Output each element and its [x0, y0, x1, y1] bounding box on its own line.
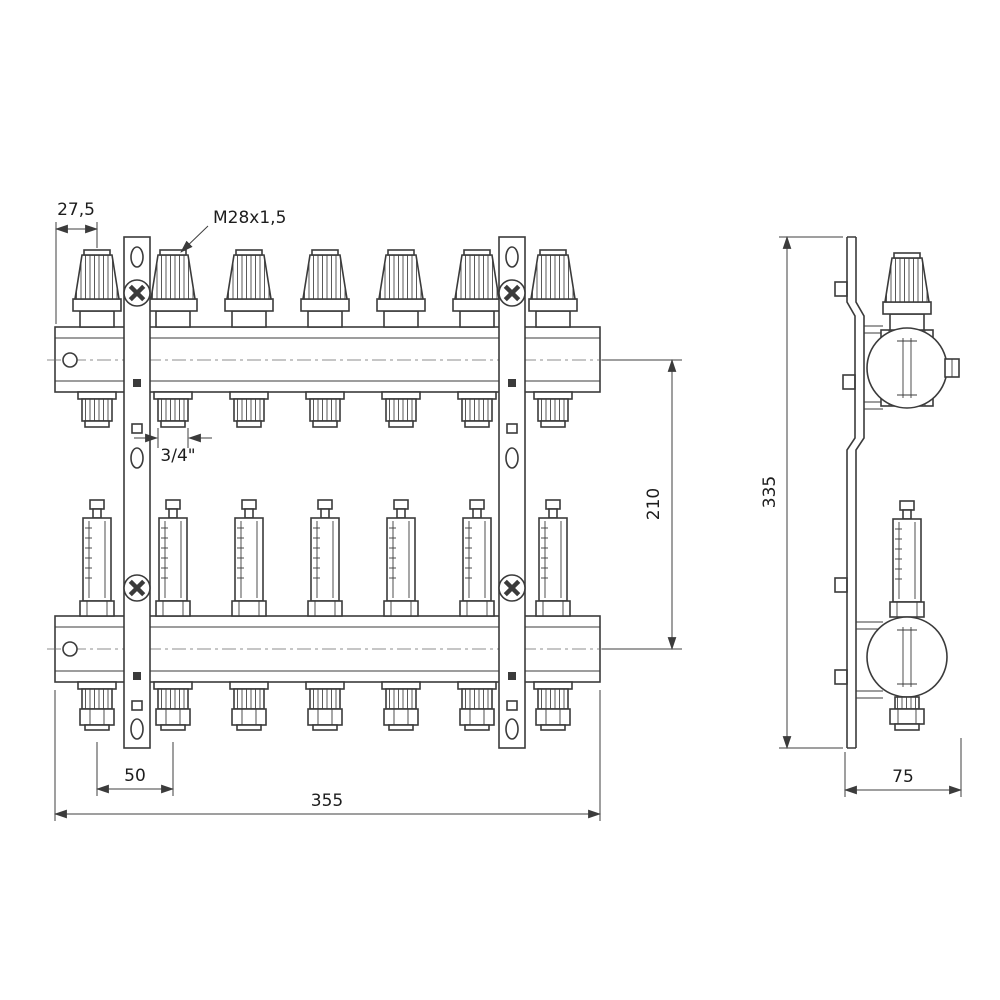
union-connector	[381, 681, 421, 731]
flow-meter	[231, 499, 267, 617]
mounting-bracket-right	[497, 236, 527, 749]
dim-75-label: 75	[892, 767, 914, 787]
mounting-bracket-left	[122, 236, 152, 749]
thread-spec-label: M28x1,5	[213, 208, 286, 228]
bracket-screw	[122, 278, 152, 308]
dim-210-label: 210	[644, 488, 664, 520]
outlet-connector	[305, 391, 345, 428]
union-connector	[305, 681, 345, 731]
union-connector	[533, 681, 573, 731]
bracket-screw	[122, 573, 152, 603]
dimension-27-5: 27,5	[54, 200, 99, 324]
union-connector	[229, 681, 269, 731]
flow-meter	[307, 499, 343, 617]
callout-m28: M28x1,5	[180, 208, 286, 253]
valve-cap	[376, 249, 426, 328]
valve-cap	[882, 252, 932, 331]
flow-meters-row	[79, 499, 571, 617]
outlet-connector	[153, 391, 193, 428]
dim-27-5-label: 27,5	[57, 200, 95, 220]
manifold-hole	[62, 641, 78, 657]
union-connector	[457, 681, 497, 731]
flow-meter	[155, 499, 191, 617]
outlet-connector	[533, 391, 573, 428]
union-connector	[77, 681, 117, 731]
valve-cap	[148, 249, 198, 328]
dim-50-label: 50	[124, 766, 146, 786]
dimension-50: 50	[95, 742, 175, 796]
flow-meter	[889, 500, 925, 618]
outlet-connector	[229, 391, 269, 428]
dimension-210: 210	[602, 358, 682, 651]
union-connector	[153, 681, 193, 731]
outlet-connector	[457, 391, 497, 428]
upper-outlet-connectors	[77, 391, 573, 428]
side-flowmeter-assembly	[856, 500, 948, 731]
flow-meter	[383, 499, 419, 617]
manifold-hole	[62, 352, 78, 368]
valve-cap	[452, 249, 502, 328]
dim-335-label: 335	[760, 476, 780, 508]
dim-355-label: 355	[311, 791, 343, 811]
side-bracket-profile	[834, 236, 865, 749]
bracket-screw	[497, 573, 527, 603]
valve-cap	[72, 249, 122, 328]
outlet-thread-label: 3/4"	[160, 446, 195, 466]
bracket-screw	[497, 278, 527, 308]
meter-body	[866, 616, 948, 698]
dimension-3-4: 3/4"	[134, 428, 212, 466]
side-view: 335 75	[760, 235, 963, 797]
outlet-connector	[77, 391, 117, 428]
valve-cap	[528, 249, 578, 328]
lower-outlet-connectors	[77, 681, 573, 731]
front-view: 27,5 M28x1,5 3/4" 210 50	[47, 200, 682, 821]
valve-cap	[300, 249, 350, 328]
outlet-connector	[381, 391, 421, 428]
dimension-75: 75	[843, 738, 963, 797]
dimension-355: 355	[53, 690, 602, 821]
valve-cap	[224, 249, 274, 328]
flow-meter	[79, 499, 115, 617]
flow-meter	[459, 499, 495, 617]
flow-meter	[535, 499, 571, 617]
dimension-335: 335	[760, 235, 843, 750]
side-valve-assembly	[864, 252, 960, 410]
valve-body	[866, 327, 948, 409]
